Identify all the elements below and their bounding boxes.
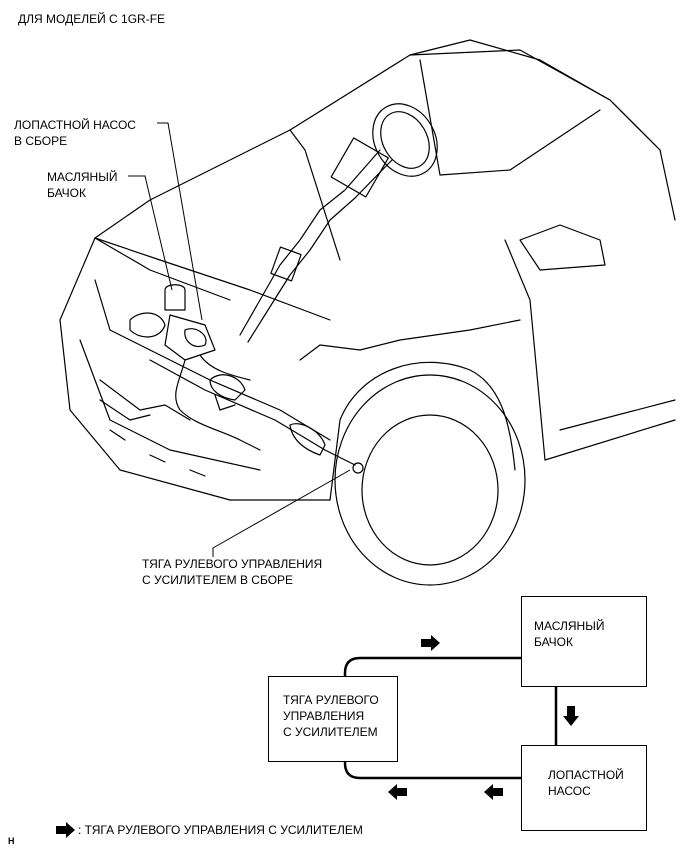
callout-steering-gear-line2: С УСИЛИТЕЛЕМ В СБОРЕ <box>142 573 294 587</box>
flow-box-oil-reservoir-line1: МАСЛЯНЫЙ <box>534 619 605 633</box>
flow-arrow-right-icon <box>421 635 440 651</box>
flow-box-steering-gear-line2: УПРАВЛЕНИЯ <box>283 709 365 723</box>
flow-box-steering-gear: ТЯГА РУЛЕВОГО УПРАВЛЕНИЯ С УСИЛИТЕЛЕМ <box>268 676 398 762</box>
callout-oil-reservoir-line2: БАЧОК <box>47 186 86 200</box>
legend-text: : ТЯГА РУЛЕВОГО УПРАВЛЕНИЯ С УСИЛИТЕЛЕМ <box>78 823 363 837</box>
flow-box-vane-pump-line1: ЛОПАСТНОЙ <box>548 768 624 782</box>
vehicle-illustration <box>59 39 676 586</box>
flow-box-steering-gear-line1: ТЯГА РУЛЕВОГО <box>283 693 379 707</box>
flow-arrow-left-icon <box>388 784 407 800</box>
flow-box-steering-gear-line3: С УСИЛИТЕЛЕМ <box>283 725 378 739</box>
legend-arrow-icon <box>56 822 75 838</box>
models-note: ДЛЯ МОДЕЛЕЙ С 1GR-FE <box>18 12 166 26</box>
flow-arrow-down-icon <box>563 706 579 726</box>
callout-vane-pump-line1: ЛОПАСТНОЙ НАСОС <box>14 118 136 132</box>
figure-code: H <box>8 836 15 846</box>
flow-box-vane-pump-line2: НАСОС <box>548 784 591 798</box>
flow-box-oil-reservoir: МАСЛЯНЫЙ БАЧОК <box>521 596 647 687</box>
callout-steering-gear-line1: ТЯГА РУЛЕВОГО УПРАВЛЕНИЯ <box>142 557 323 571</box>
callout-vane-pump-line2: В СБОРЕ <box>14 134 68 148</box>
flow-box-vane-pump: ЛОПАСТНОЙ НАСОС <box>521 745 647 831</box>
flow-arrow-left-icon <box>484 784 503 800</box>
callout-oil-reservoir-line1: МАСЛЯНЫЙ <box>47 170 118 184</box>
flow-box-oil-reservoir-line2: БАЧОК <box>534 635 573 649</box>
